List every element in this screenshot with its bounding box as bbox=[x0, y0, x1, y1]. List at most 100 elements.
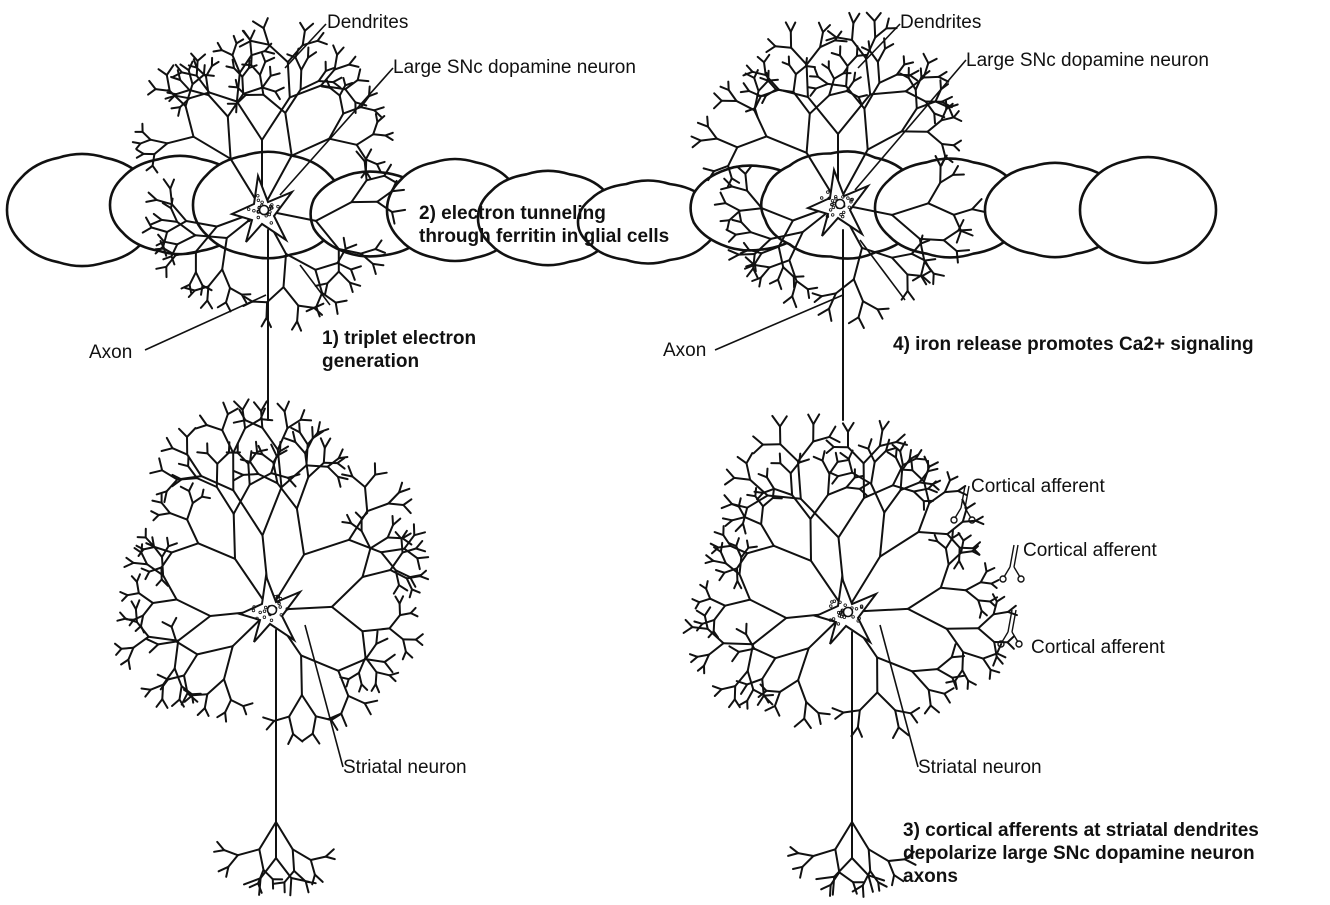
dendrite-segment bbox=[217, 712, 225, 717]
dendrite-segment bbox=[719, 573, 724, 581]
dendrite-segment bbox=[151, 511, 159, 515]
dendrite-segment bbox=[341, 696, 348, 714]
dendrite-segment bbox=[849, 459, 853, 473]
dendrite-segment bbox=[356, 513, 362, 519]
dendrite-segment bbox=[976, 521, 984, 524]
dendrite-segment bbox=[815, 69, 818, 77]
dendrite-segment bbox=[180, 686, 182, 699]
dendrite-segment bbox=[759, 474, 767, 477]
dendrite-segment bbox=[790, 847, 798, 853]
step3-text: 3) cortical afferents at striatal dendri… bbox=[903, 819, 1259, 888]
dendrite-segment bbox=[924, 77, 939, 78]
dendrite-segment bbox=[866, 58, 870, 94]
dendrite-segment bbox=[791, 473, 792, 495]
dendrite-segment bbox=[325, 283, 327, 294]
dendrite-segment bbox=[181, 487, 189, 491]
dendrite-segment bbox=[778, 280, 781, 289]
dendrite-segment bbox=[242, 65, 251, 66]
dendrite-segment bbox=[863, 301, 878, 309]
dendrite-segment bbox=[761, 524, 774, 546]
dendrite-segment bbox=[231, 700, 243, 706]
dendrite-segment bbox=[390, 673, 399, 676]
dendrite-segment bbox=[333, 45, 337, 54]
dendrite-segment bbox=[991, 580, 998, 584]
dendrite-segment bbox=[137, 582, 139, 593]
dendrite-segment bbox=[741, 91, 749, 92]
step4-text: 4) iron release promotes Ca2+ signaling bbox=[893, 333, 1254, 356]
dendrite-segment bbox=[196, 272, 203, 285]
dendrite-segment bbox=[966, 582, 981, 590]
dendrite-segment bbox=[285, 412, 288, 429]
dendrite-segment bbox=[957, 251, 958, 263]
dendrite-segment bbox=[696, 602, 700, 608]
dendrite-segment bbox=[267, 721, 275, 730]
dendrite-segment bbox=[314, 304, 323, 308]
dendrite-segment bbox=[755, 253, 762, 263]
dendrite-segment bbox=[983, 653, 997, 658]
dendrite-segment bbox=[807, 47, 821, 64]
dendrite-segment bbox=[957, 250, 969, 251]
dendrite-segment bbox=[256, 442, 257, 452]
dendrite-segment bbox=[686, 620, 693, 627]
dendrite-segment bbox=[962, 652, 963, 670]
dendrite-segment bbox=[798, 853, 813, 856]
dendrite-segment bbox=[813, 293, 822, 296]
dendrite-segment bbox=[197, 61, 198, 76]
dendrite-segment bbox=[885, 44, 893, 49]
dendrite-segment bbox=[950, 477, 958, 481]
snc-right-nucleus bbox=[836, 200, 845, 209]
dendrite-segment bbox=[228, 409, 238, 415]
dendrite-segment bbox=[214, 850, 224, 852]
dendrite-segment bbox=[929, 462, 938, 466]
dendrite-segment bbox=[761, 506, 763, 524]
dendrite-segment bbox=[162, 503, 170, 513]
dendrite-segment bbox=[823, 451, 825, 461]
dendrite-segment bbox=[894, 875, 903, 881]
dendrite-segment bbox=[729, 699, 735, 707]
dendrite-segment bbox=[966, 590, 979, 600]
dendrite-segment bbox=[367, 504, 388, 512]
dendrite-segment bbox=[167, 137, 193, 144]
dendrite-segment bbox=[365, 487, 367, 511]
dendrite-segment bbox=[859, 445, 869, 448]
dendrite-segment bbox=[270, 67, 271, 76]
dendrite-segment bbox=[714, 606, 725, 620]
dendrite-segment bbox=[217, 842, 224, 850]
striatal-neuron-label-right: Striatal neuron bbox=[918, 757, 1042, 779]
dendrite-segment bbox=[274, 882, 285, 883]
dendrite-segment bbox=[804, 719, 811, 728]
dendrite-segment bbox=[985, 563, 987, 572]
dendrite-segment bbox=[162, 470, 177, 479]
dendrite-segment bbox=[115, 644, 121, 649]
dendrite-segment bbox=[301, 410, 305, 420]
dendrite-segment bbox=[701, 139, 717, 141]
dendrite-segment bbox=[224, 646, 233, 679]
dendrite-segment bbox=[326, 849, 334, 856]
dendrite-segment bbox=[878, 62, 880, 83]
dendrite-segment bbox=[158, 642, 176, 645]
dendrite-segment bbox=[931, 706, 939, 713]
dendrite-segment bbox=[794, 74, 796, 92]
dendrite-segment bbox=[325, 439, 331, 448]
dendrite-segment bbox=[265, 51, 274, 54]
dendrite-segment bbox=[691, 657, 697, 662]
dendrite-segment bbox=[200, 416, 207, 426]
dendrite-segment bbox=[838, 473, 852, 477]
dendrite-segment bbox=[765, 706, 775, 711]
dendrite-segment bbox=[770, 260, 790, 267]
dendrite-segment bbox=[859, 95, 867, 97]
afferent-bouton bbox=[1000, 576, 1006, 582]
dendrite-segment bbox=[721, 543, 723, 552]
dendrite-segment bbox=[722, 504, 732, 508]
dendrite-segment bbox=[928, 469, 937, 471]
dendrite-segment bbox=[301, 70, 302, 90]
dendrite-segment bbox=[829, 69, 834, 79]
dendrite-segment bbox=[167, 65, 174, 75]
dendrite-segment bbox=[264, 28, 269, 45]
dendrite-segment bbox=[376, 631, 377, 644]
dendrite-segment bbox=[859, 301, 864, 317]
dendrite-segment bbox=[417, 557, 428, 558]
dendrite-segment bbox=[141, 626, 144, 633]
dendrite-segment bbox=[142, 569, 150, 572]
dendrite-segment bbox=[952, 656, 964, 657]
